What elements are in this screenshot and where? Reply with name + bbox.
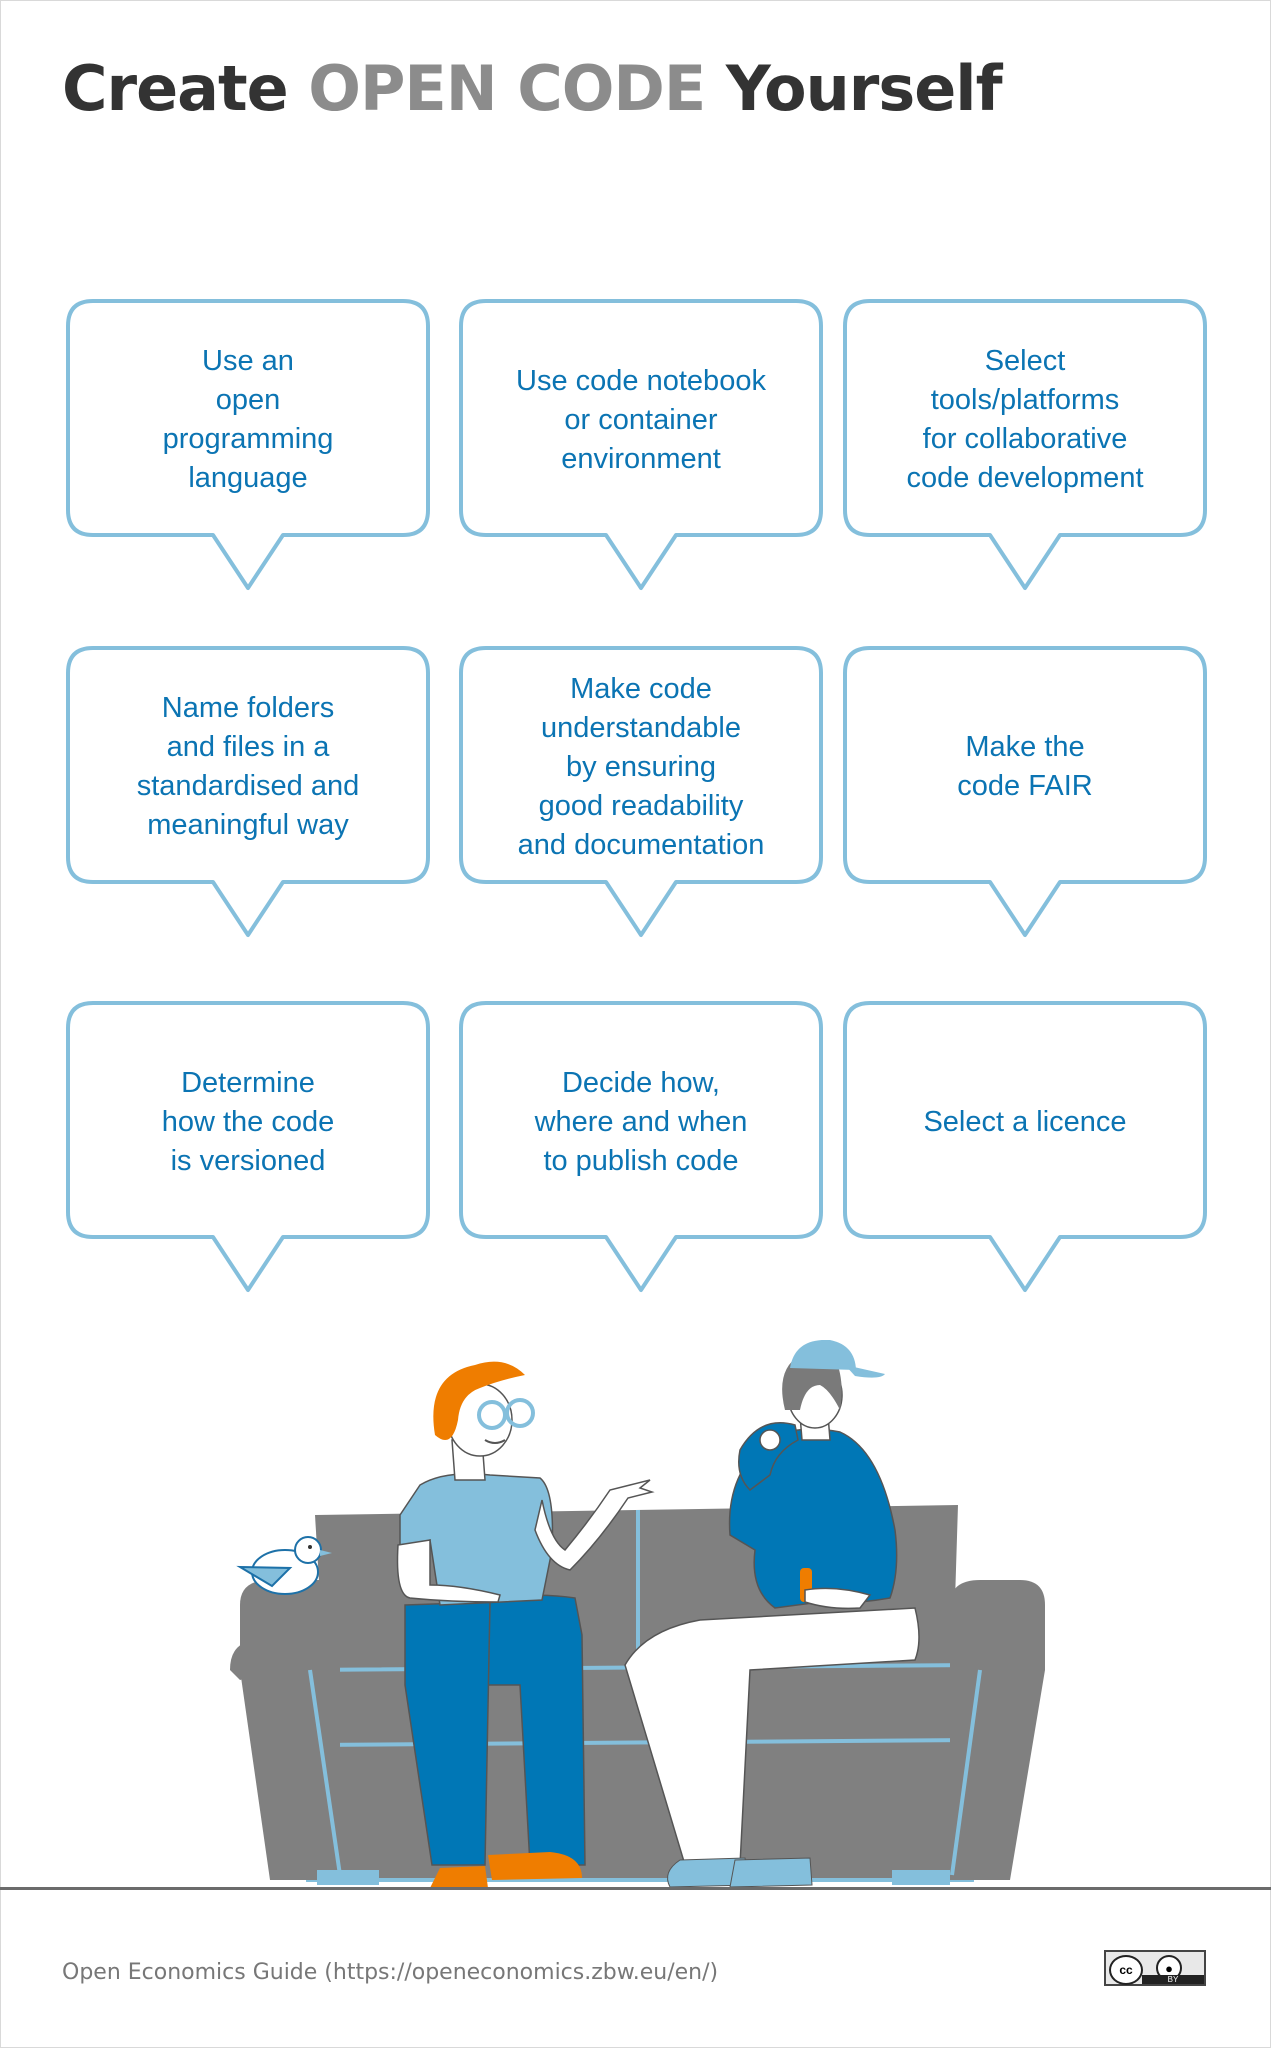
bubble-text: Make code understandable by ensuring goo… (517, 672, 765, 861)
sofa-right-arm (950, 1580, 1045, 1880)
cc-by-license-badge: cc ● BY (1104, 1950, 1206, 1986)
speech-bubble: Determine how the code is versioned (65, 1000, 431, 1294)
bubble-text: Determine how the code is versioned (161, 1066, 335, 1177)
speech-bubble: Use an open programming language (65, 298, 431, 592)
speech-bubble: Select a licence (842, 1000, 1208, 1294)
bubble-text: Use code notebook or container environme… (516, 364, 766, 475)
speech-bubble: Decide how, where and when to publish co… (458, 1000, 824, 1294)
bubble-text: Decide how, where and when to publish co… (534, 1066, 748, 1177)
sofa-foot-right (892, 1870, 950, 1885)
speech-bubble-shape (843, 1001, 1207, 1292)
bird (236, 1536, 332, 1595)
bubble-text: Select a licence (923, 1105, 1127, 1138)
speech-bubble-shape (459, 646, 823, 937)
person-right (624, 1340, 920, 1888)
speech-bubble: Make the code FAIR (842, 645, 1208, 939)
sofa-foot-left (317, 1870, 379, 1885)
speech-bubble: Use code notebook or container environme… (458, 298, 824, 592)
page-title: Create OPEN CODE Yourself (62, 52, 1003, 125)
ground-line (0, 1887, 1271, 1890)
speech-bubble: Select tools/platforms for collaborative… (842, 298, 1208, 592)
speech-bubble: Name folders and files in a standardised… (65, 645, 431, 939)
speech-bubble-shape (66, 646, 430, 937)
speech-bubble-shape (459, 299, 823, 590)
speech-bubble-shape (459, 1001, 823, 1292)
speech-bubble-shape (843, 646, 1207, 937)
speech-bubble-shape (66, 1001, 430, 1292)
speech-bubble: Make code understandable by ensuring goo… (458, 645, 824, 939)
person-left (396, 1361, 655, 1888)
bubble-text: Use an open programming language (162, 345, 334, 494)
bubble-text: Name folders and files in a standardised… (136, 692, 360, 841)
speech-bubble-shape (66, 299, 430, 590)
speech-bubble-shape (843, 299, 1207, 590)
sofa-left-arm (240, 1580, 340, 1880)
bubble-text: Select tools/platforms for collaborative… (906, 345, 1144, 494)
cc-logo-icon: cc (1109, 1955, 1143, 1985)
sofa-conversation-illustration (230, 1340, 1045, 1888)
bubble-text: Make the code FAIR (957, 731, 1093, 802)
license-by-label: BY (1142, 1975, 1204, 1984)
footer-source: Open Economics Guide (https://openeconom… (62, 1960, 719, 1985)
